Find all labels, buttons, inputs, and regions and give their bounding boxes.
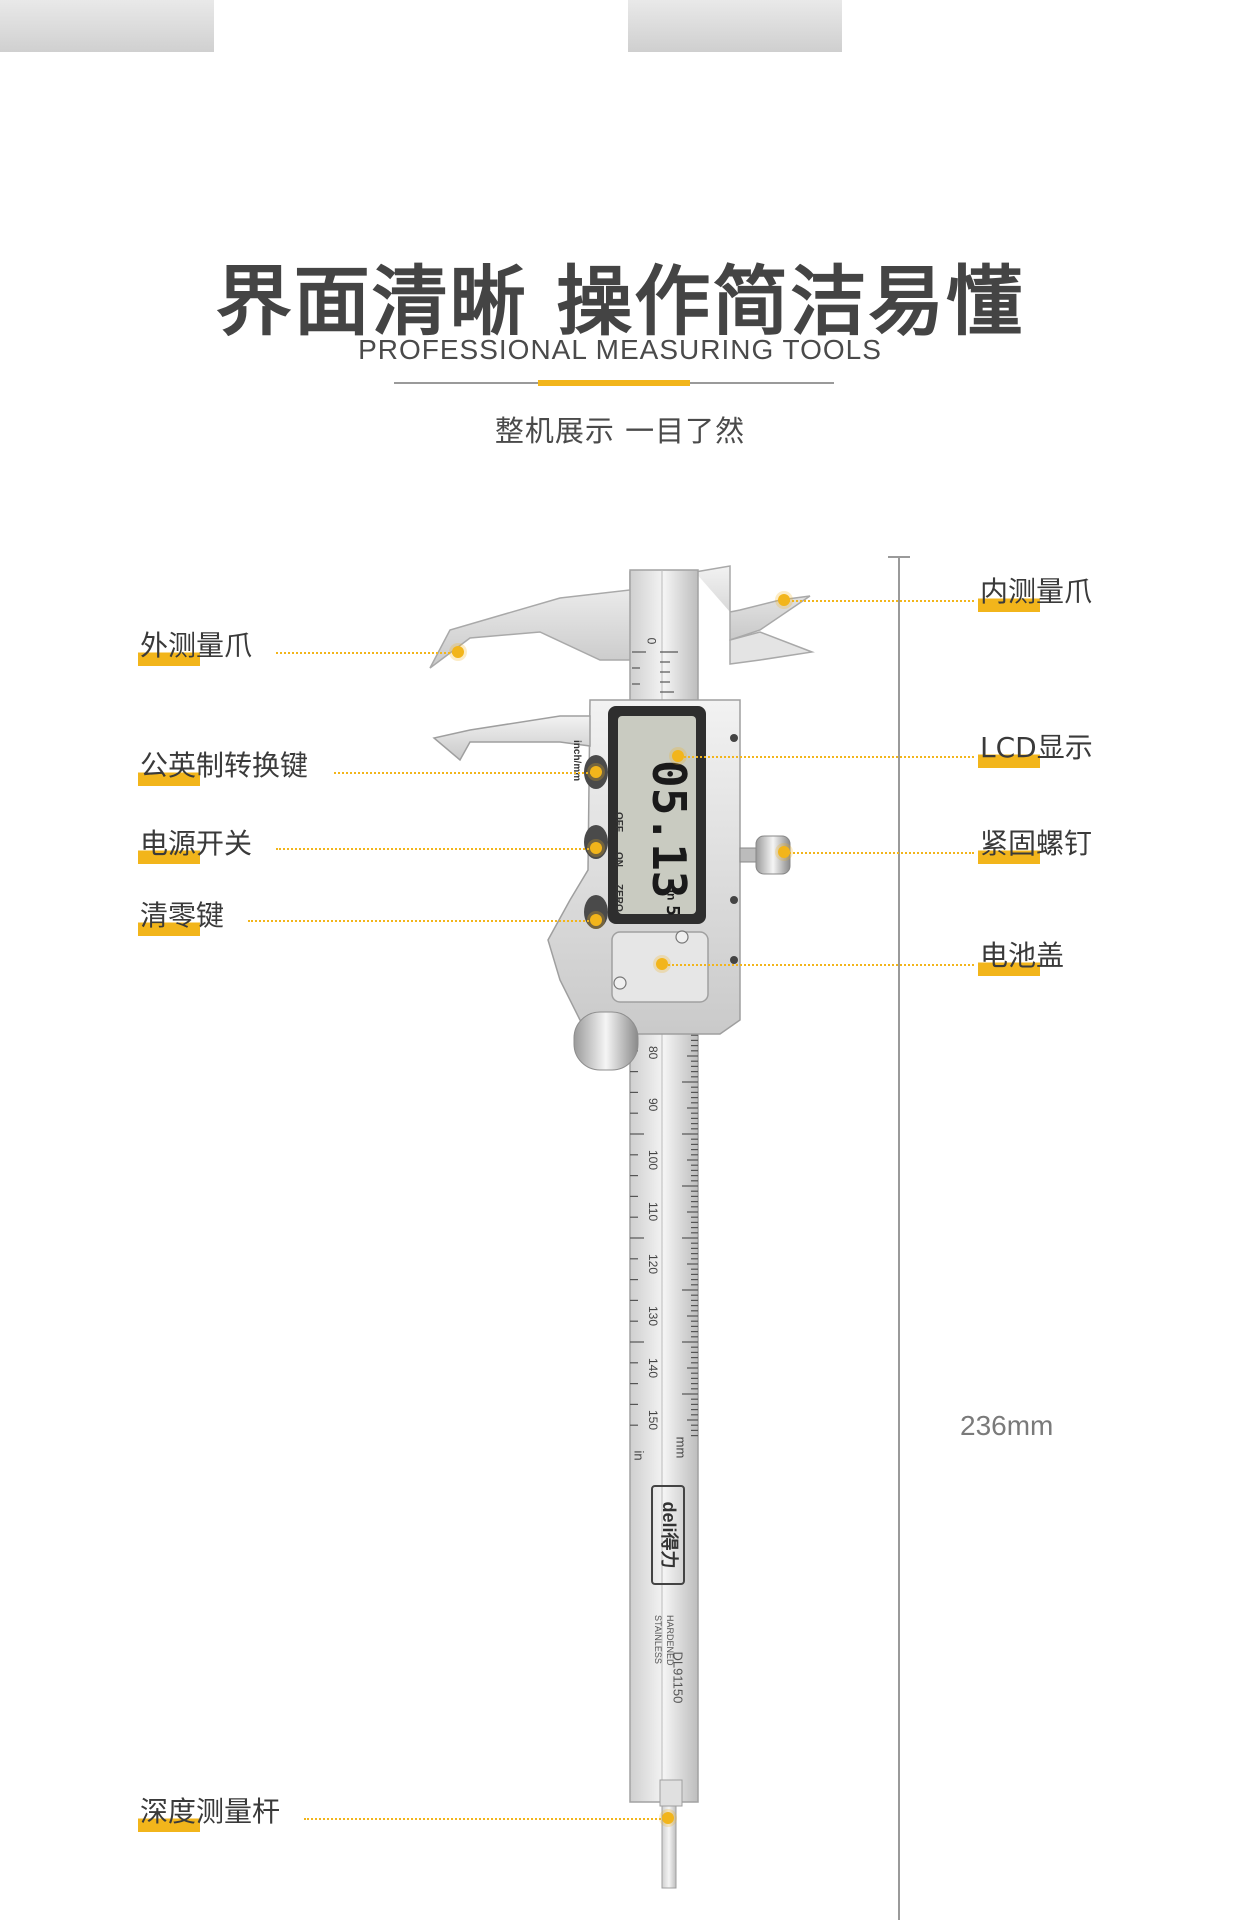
subheadline: PROFESSIONAL MEASURING TOOLS bbox=[358, 334, 882, 365]
callout-inner-jaw: 内测量爪 bbox=[978, 570, 1095, 612]
callout-power-switch: 电源开关 bbox=[138, 822, 255, 864]
scale-number: 90 bbox=[646, 1098, 660, 1112]
fixed-jaw bbox=[429, 565, 815, 669]
callout-lcd-display: LCD显示 bbox=[978, 726, 1095, 768]
scale-number: 130 bbox=[646, 1306, 660, 1327]
tagline: 整机展示 一目了然 bbox=[494, 414, 746, 448]
leader-outer-jaw bbox=[276, 652, 458, 654]
scale-number: 100 bbox=[646, 1150, 660, 1171]
leader-lcd-display bbox=[680, 756, 974, 758]
scale-in-label: in bbox=[631, 1450, 647, 1461]
lcd-suffix: 5 bbox=[661, 905, 683, 916]
scale-mm-label: mm bbox=[673, 1436, 689, 1459]
headline: 界面清晰 操作简洁易懂 bbox=[215, 257, 1025, 346]
brand-logo: deli得力 bbox=[651, 1485, 685, 1585]
scale-number: 80 bbox=[646, 1046, 660, 1060]
callout-outer-jaw: 外测量爪 bbox=[138, 624, 255, 666]
callout-depth-rod: 深度测量杆 bbox=[138, 1790, 283, 1832]
dimension-line bbox=[898, 558, 900, 1920]
button-label-off: OFF bbox=[613, 812, 624, 832]
marker-depth-rod bbox=[662, 1812, 674, 1824]
scale-number: 140 bbox=[646, 1358, 660, 1379]
dimension-cap bbox=[888, 556, 910, 558]
lcd-screen bbox=[618, 716, 696, 914]
marker-unit-switch bbox=[590, 766, 602, 778]
marker-outer-jaw bbox=[452, 646, 464, 658]
scale-number: 110 bbox=[646, 1202, 660, 1222]
material-line-1: STAINLESS bbox=[653, 1615, 663, 1664]
leader-depth-rod bbox=[304, 1818, 668, 1820]
button-label-unit: inch/mm bbox=[571, 740, 582, 782]
callout-zero-key: 清零键 bbox=[138, 894, 227, 936]
callout-battery-cover: 电池盖 bbox=[978, 934, 1067, 976]
lcd-reading: 05.13 bbox=[642, 760, 696, 899]
marker-lcd-display bbox=[672, 750, 684, 762]
leader-battery-cover bbox=[664, 964, 974, 966]
leader-power-switch bbox=[276, 848, 596, 850]
marker-zero-key bbox=[590, 914, 602, 926]
leader-inner-jaw bbox=[784, 600, 974, 602]
title-divider-accent bbox=[538, 380, 690, 386]
thumb-roller bbox=[573, 1011, 639, 1071]
scale-number: 150 bbox=[646, 1410, 660, 1431]
scale-number: 120 bbox=[646, 1254, 660, 1275]
button-label-zero: ZERO bbox=[613, 884, 624, 912]
callout-lock-screw: 紧固螺钉 bbox=[978, 822, 1095, 864]
marker-power-switch bbox=[590, 842, 602, 854]
callout-unit-switch: 公英制转换键 bbox=[138, 744, 311, 786]
dimension-label: 236mm bbox=[960, 1410, 1054, 1441]
lock-screw bbox=[755, 835, 791, 875]
top-image-fragment-right bbox=[628, 0, 842, 52]
material-line-2: HARDENED bbox=[665, 1615, 675, 1666]
leader-lock-screw bbox=[786, 852, 974, 854]
marker-inner-jaw bbox=[778, 594, 790, 606]
top-image-fragment-left bbox=[0, 0, 214, 52]
leader-zero-key bbox=[248, 920, 596, 922]
button-label-on: ON bbox=[613, 852, 624, 867]
marker-lock-screw bbox=[778, 846, 790, 858]
leader-unit-switch bbox=[334, 772, 596, 774]
lcd-unit: in bbox=[664, 889, 679, 901]
scale-top-number: 0 bbox=[644, 637, 659, 645]
marker-battery-cover bbox=[656, 958, 668, 970]
